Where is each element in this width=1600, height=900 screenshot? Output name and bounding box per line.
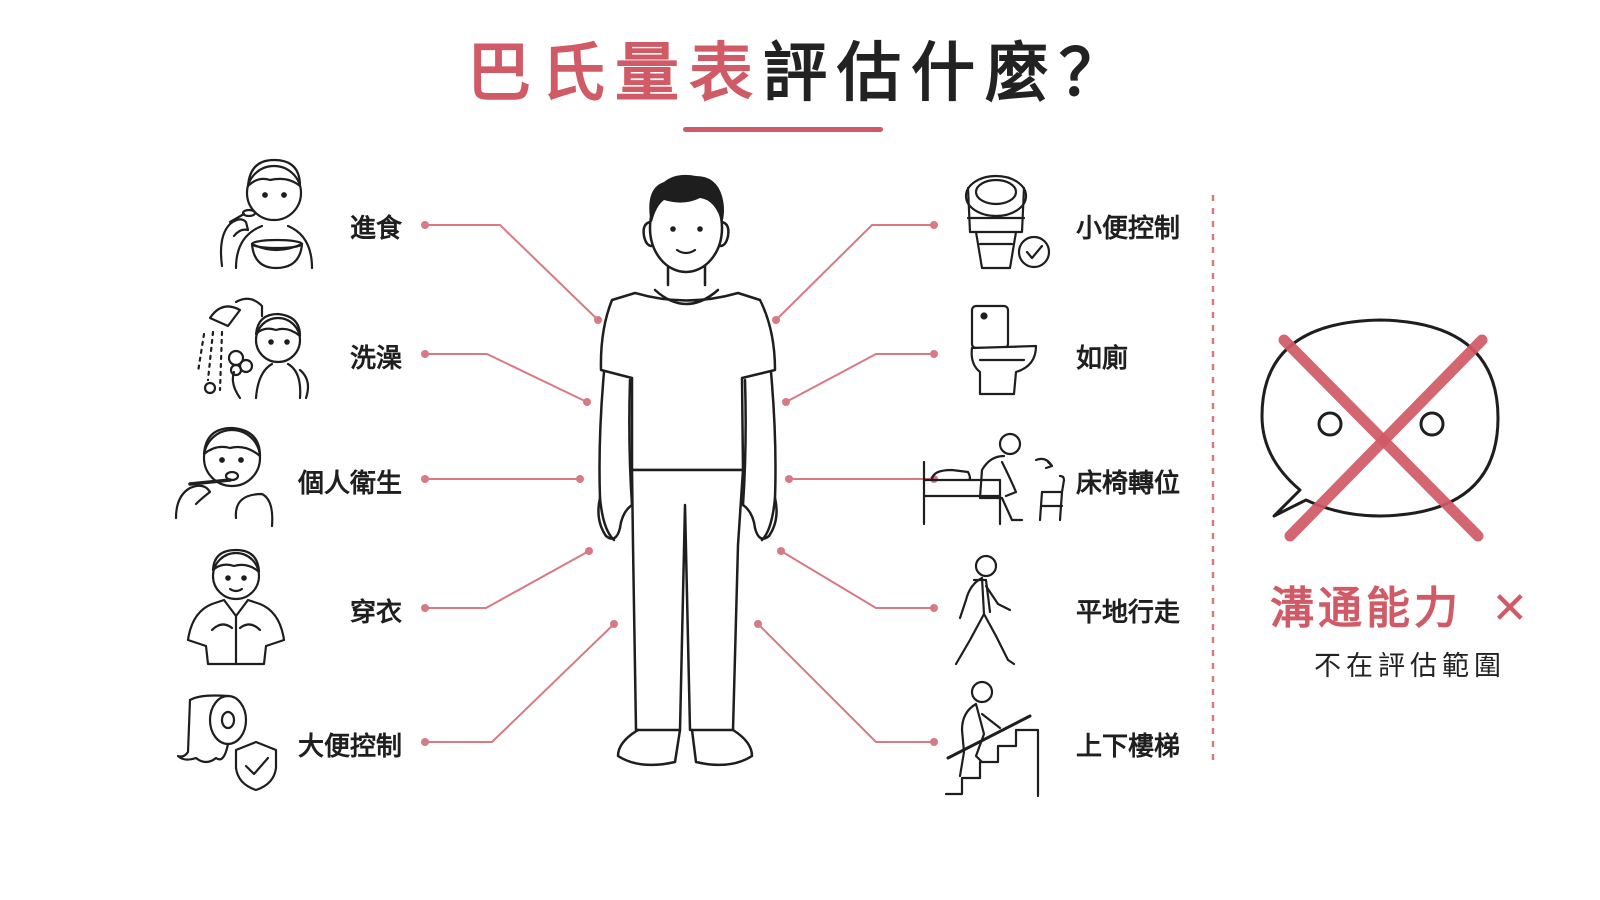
walking-icon xyxy=(954,554,1016,666)
page-title: 巴氏量表評估什麼？ xyxy=(0,22,1600,114)
label-walking: 平地行走 xyxy=(1076,598,1181,628)
label-eating: 進食 xyxy=(349,214,402,244)
label-bathing: 洗澡 xyxy=(349,344,402,374)
dressing-icon xyxy=(186,548,286,666)
label-bowel-control: 大便控制 xyxy=(297,732,402,762)
toilet-icon xyxy=(970,304,1038,396)
exclusion-x-mark: ✕ xyxy=(1491,583,1533,634)
connector-bathing xyxy=(425,353,588,403)
stairs-icon xyxy=(944,680,1040,798)
connector-walking xyxy=(780,550,934,609)
connector-dressing xyxy=(425,550,590,609)
exclusion-title: 溝通能力 ✕ xyxy=(1270,572,1570,636)
toilet-paper-shield-icon xyxy=(176,694,278,792)
connector-bowel xyxy=(425,623,615,743)
shower-icon xyxy=(196,297,310,400)
connector-eating xyxy=(425,224,599,321)
bed-chair-transfer-icon xyxy=(922,432,1066,526)
title-underline xyxy=(683,127,883,132)
toothbrush-icon xyxy=(174,426,274,528)
label-stairs: 上下樓梯 xyxy=(1076,732,1181,762)
label-bed-chair-transfer: 床椅轉位 xyxy=(1076,469,1181,499)
exclusion-title-text: 溝通能力 xyxy=(1270,583,1462,634)
connector-stairs xyxy=(757,623,934,743)
label-bladder-control: 小便控制 xyxy=(1076,214,1181,244)
label-dressing: 穿衣 xyxy=(349,598,402,628)
connector-toilet xyxy=(785,353,934,403)
toilet-check-icon xyxy=(964,174,1051,270)
eating-icon xyxy=(219,158,314,270)
title-accent: 巴氏量表 xyxy=(467,37,763,111)
label-personal-hygiene: 個人衛生 xyxy=(297,469,402,499)
connector-bladder xyxy=(775,224,934,321)
label-toilet-use: 如廁 xyxy=(1076,344,1129,374)
exclusion-subtitle: 不在評估範圍 xyxy=(1314,651,1506,682)
title-rest: 評估什麼？ xyxy=(763,37,1133,111)
